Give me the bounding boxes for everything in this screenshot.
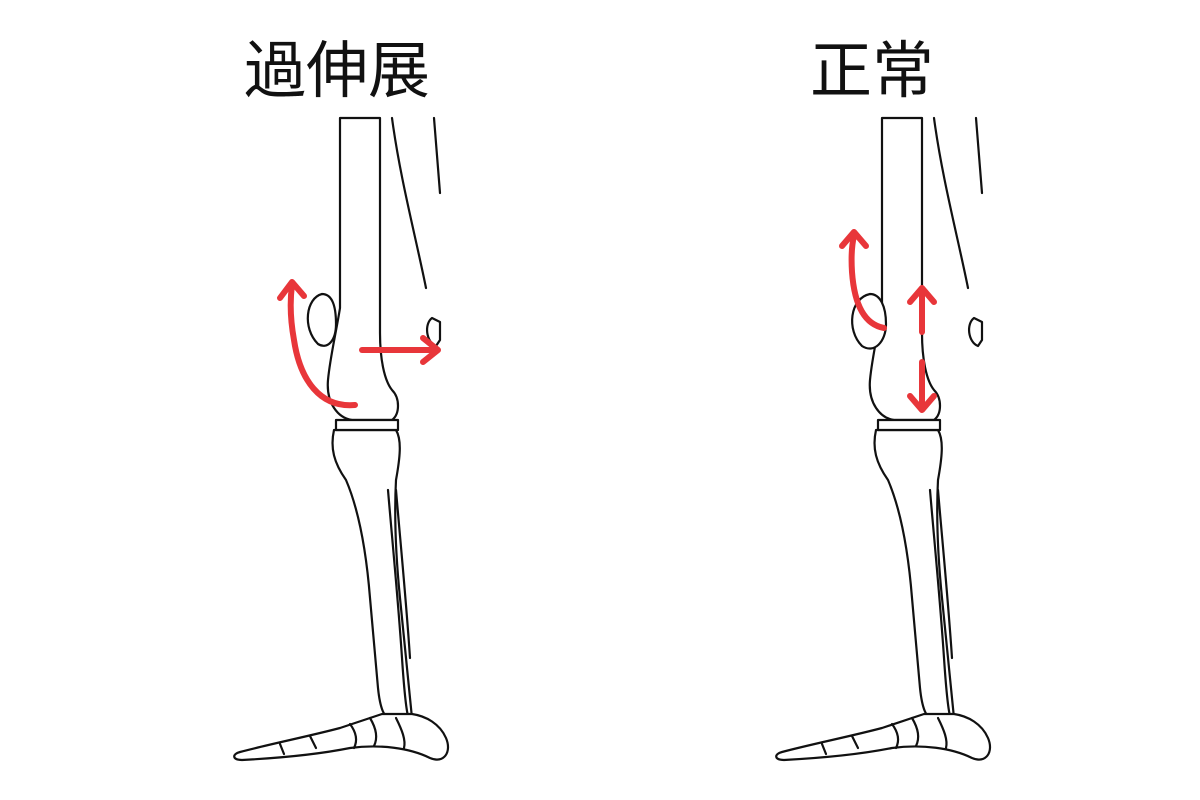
curved-arrow-patella-up-normal (848, 233, 887, 331)
patella-left (306, 292, 338, 347)
arrows-normal (839, 229, 937, 413)
panel-title-normal: 正常 (810, 34, 935, 107)
arrowhead-down-icon-joint (907, 393, 937, 413)
arrows-hyperextension (277, 279, 441, 409)
arrowhead-up-icon (277, 279, 307, 301)
leg-skeleton-normal (775, 116, 992, 762)
arrowhead-up-icon-joint (907, 285, 937, 305)
arrowhead-right-icon (420, 335, 441, 365)
curved-arrow-patella-up (287, 282, 358, 409)
arrowhead-up-icon-normal (839, 229, 869, 249)
leg-skeleton-hyperextension (233, 116, 450, 762)
panel-title-hyperextension: 過伸展 (244, 34, 431, 107)
